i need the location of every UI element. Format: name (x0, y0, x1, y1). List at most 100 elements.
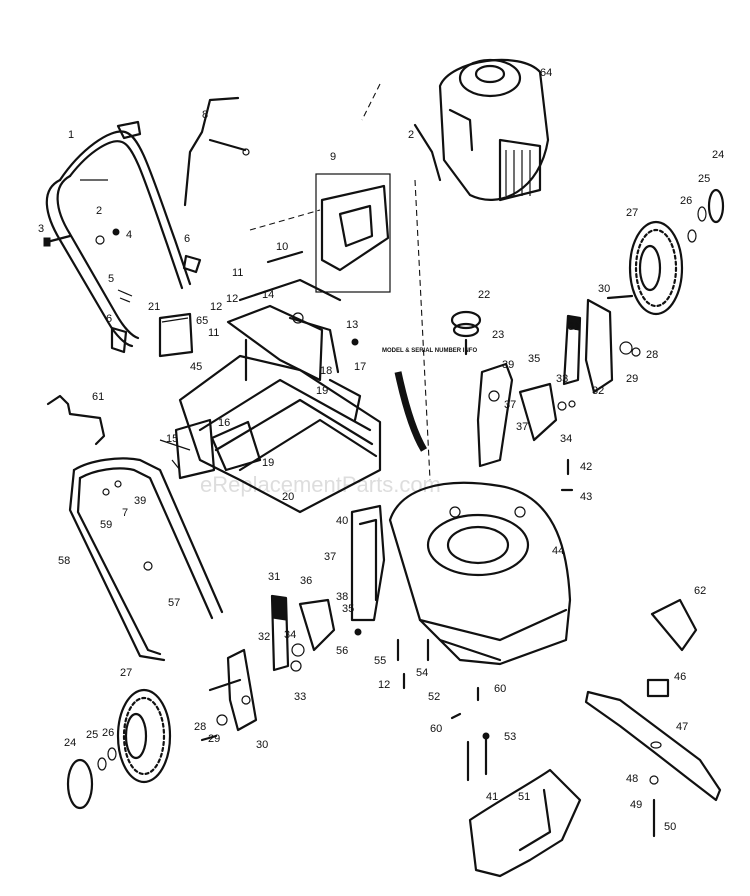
callout-label: 51 (518, 791, 530, 803)
cable-clip (46, 394, 106, 446)
center-line-vertical (414, 179, 431, 481)
left-height-adjuster (200, 594, 336, 742)
callout-label: 60 (430, 723, 442, 735)
callout-label: 12 (378, 679, 390, 691)
instruction-panel (158, 312, 194, 358)
callout-label: 28 (646, 349, 658, 361)
left-wheel (116, 688, 172, 784)
callout-label: 3 (38, 223, 44, 235)
callout-label: 42 (580, 461, 592, 473)
callout-label: 60 (494, 683, 506, 695)
callout-label: 65 (196, 315, 208, 327)
callout-label: 34 (284, 629, 296, 641)
callout-label: 6 (184, 233, 190, 245)
callout-label: 18 (320, 365, 332, 377)
left-side-bracket (350, 504, 386, 622)
callout-label: 64 (540, 67, 552, 79)
callout-label: 25 (698, 173, 710, 185)
lower-handle (68, 457, 224, 662)
callout-label: 44 (552, 545, 564, 557)
callout-label: 32 (258, 631, 270, 643)
callout-label: 35 (528, 353, 540, 365)
callout-labels: 1 2 2 3 4 5 6 6 7 8 9 10 11 11 12 12 12 … (38, 67, 724, 833)
callout-label: 32 (592, 385, 604, 397)
callout-label: 52 (428, 691, 440, 703)
callout-label: 14 (262, 289, 274, 301)
callout-label: 34 (560, 433, 572, 445)
callout-label: 45 (190, 361, 202, 373)
callout-label: 29 (626, 373, 638, 385)
control-rod-assembly (226, 250, 359, 382)
callout-label: 19 (262, 457, 274, 469)
engine (438, 58, 550, 202)
callout-label: 26 (680, 195, 692, 207)
rear-bracket (476, 362, 514, 468)
callout-label: 26 (102, 727, 114, 739)
callout-label: 37 (516, 421, 528, 433)
callout-label: 38 (336, 591, 348, 603)
callout-label: 43 (580, 491, 592, 503)
pulley (450, 310, 482, 356)
callout-label: 9 (330, 151, 336, 163)
callout-label: 13 (346, 319, 358, 331)
handle-hardware (43, 228, 202, 354)
callout-label: 4 (126, 229, 132, 241)
height-plate-right (518, 382, 576, 442)
callout-label: 47 (676, 721, 688, 733)
callout-label: 53 (504, 731, 516, 743)
callout-label: 16 (218, 417, 230, 429)
callout-label: 24 (64, 737, 76, 749)
deck-hardware (354, 458, 574, 782)
callout-label: 31 (568, 321, 580, 333)
callout-label: 2 (96, 205, 102, 217)
callout-label: 33 (294, 691, 306, 703)
right-wheel (628, 220, 684, 316)
callout-label: 2 (408, 129, 414, 141)
callout-label: 5 (108, 273, 114, 285)
blade (584, 690, 722, 838)
hardware-55 (159, 439, 191, 471)
callout-label: 24 (712, 149, 724, 161)
callout-label: 56 (336, 645, 348, 657)
callout-label: 50 (664, 821, 676, 833)
callout-label: 20 (282, 491, 294, 503)
callout-label: 28 (194, 721, 206, 733)
callout-label: 49 (630, 799, 642, 811)
callout-label: 11 (232, 267, 243, 279)
callout-label: 11 (208, 327, 219, 339)
callout-label: 30 (598, 283, 610, 295)
callout-label: 15 (166, 433, 178, 445)
callout-label: 12 (210, 301, 222, 313)
callout-label: 23 (492, 329, 504, 341)
callout-label: 8 (202, 109, 208, 121)
serial-info-tag: MODEL & SERIAL NUMBER INFO (382, 348, 477, 452)
callout-label: 31 (268, 571, 280, 583)
callout-label: 25 (86, 729, 98, 741)
serial-info-text: MODEL & SERIAL NUMBER INFO (382, 348, 477, 354)
callout-label: 55 (374, 655, 386, 667)
callout-label: 7 (122, 507, 128, 519)
callout-label: 1 (68, 129, 74, 141)
callout-label: 62 (694, 585, 706, 597)
rear-door-housing (174, 354, 382, 514)
callout-label: 6 (106, 313, 112, 325)
callout-label: 19 (316, 385, 328, 397)
callout-label: 41 (486, 791, 498, 803)
callout-label: 54 (416, 667, 428, 679)
callout-label: 37 (324, 551, 336, 563)
callout-label: 36 (300, 575, 312, 587)
control-cable (183, 96, 250, 207)
callout-label: 39 (134, 495, 146, 507)
right-wheel-cap (687, 188, 725, 243)
mounting-bracket-box (315, 173, 391, 293)
callout-label: 40 (336, 515, 348, 527)
watermark-text: eReplacementParts.com (200, 472, 441, 497)
callout-label: 39 (502, 359, 514, 371)
callout-label: 59 (100, 519, 112, 531)
callout-label: 33 (556, 373, 568, 385)
throttle-cable-end (413, 123, 442, 182)
callout-label: 17 (354, 361, 366, 373)
callout-label: 27 (120, 667, 132, 679)
callout-label: 37 (504, 399, 516, 411)
